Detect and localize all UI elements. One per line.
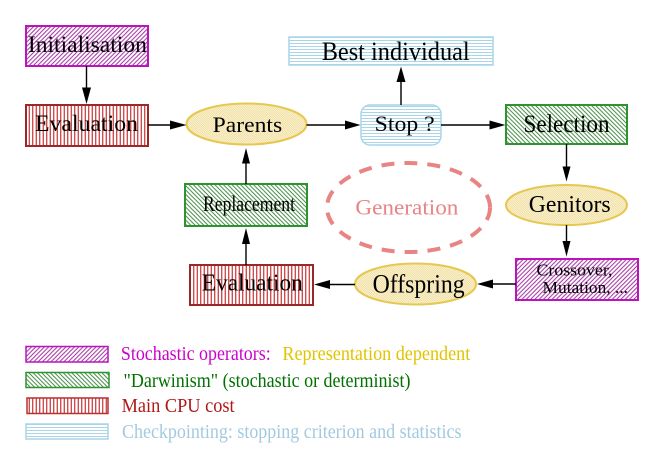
- svg-text:Stochastic operators:: Stochastic operators:: [121, 343, 271, 365]
- svg-text:Selection: Selection: [524, 109, 610, 138]
- svg-text:Genitors: Genitors: [529, 191, 611, 218]
- svg-text:Parents: Parents: [213, 112, 283, 137]
- svg-text:Best individual: Best individual: [322, 36, 470, 66]
- svg-text:Checkpointing: stopping criter: Checkpointing: stopping criterion and st…: [122, 421, 462, 443]
- svg-text:Mutation, ...: Mutation, ...: [543, 278, 629, 297]
- svg-text:Stop ?: Stop ?: [375, 111, 435, 136]
- svg-text:Generation: Generation: [355, 195, 458, 220]
- svg-text:Representation dependent: Representation dependent: [282, 343, 470, 365]
- svg-text:Evaluation: Evaluation: [202, 271, 303, 297]
- svg-text:Replacement: Replacement: [203, 191, 296, 216]
- svg-text:Crossover,: Crossover,: [537, 261, 613, 280]
- svg-text:Initialisation: Initialisation: [28, 32, 147, 58]
- svg-text:Main CPU cost: Main CPU cost: [122, 395, 235, 417]
- svg-text:"Darwinism" (stochastic or det: "Darwinism" (stochastic or determinist): [124, 370, 411, 392]
- svg-text:Offspring: Offspring: [373, 269, 465, 299]
- svg-text:Evaluation: Evaluation: [35, 111, 138, 137]
